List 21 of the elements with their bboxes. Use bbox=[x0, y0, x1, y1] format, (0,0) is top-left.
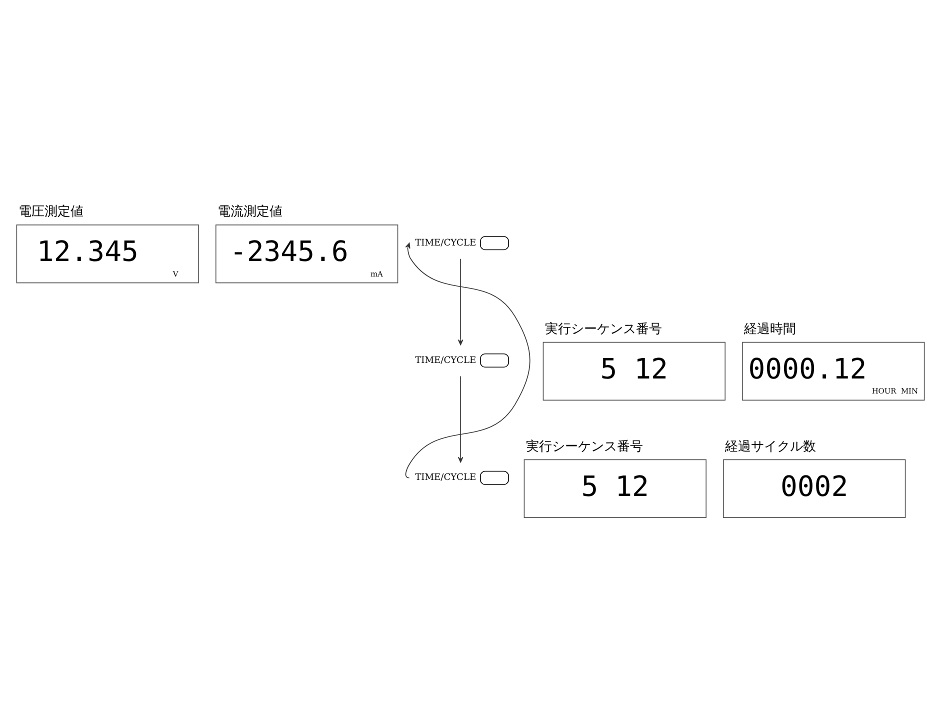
node-label: TIME/CYCLE bbox=[415, 355, 476, 366]
node-box bbox=[480, 470, 509, 484]
node-box: 0000.12 HOUR MIN bbox=[742, 341, 925, 400]
arrow bbox=[405, 242, 530, 478]
node-label: TIME/CYCLE bbox=[415, 238, 476, 248]
node-box: 0002 bbox=[723, 458, 906, 518]
node-box: 12.345 V bbox=[16, 224, 199, 283]
node-box bbox=[480, 352, 509, 368]
node-box: 5 12 bbox=[542, 341, 726, 400]
arrow bbox=[458, 375, 464, 462]
node-label: TIME/CYCLE bbox=[415, 472, 476, 483]
node-label: 電流測定値 bbox=[218, 204, 283, 220]
node-label: 実行シーケンス番号 bbox=[544, 322, 662, 337]
node-box: -2345.6 mA bbox=[215, 224, 398, 283]
node-label: 電圧測定値 bbox=[18, 204, 84, 220]
node-label: 経過時間 bbox=[744, 322, 796, 337]
node-box: 5 12 bbox=[524, 458, 706, 518]
node-label: 経過サイクル数 bbox=[725, 438, 816, 454]
arrow bbox=[458, 258, 464, 345]
node-box bbox=[480, 236, 509, 250]
node-label: 実行シーケンス番号 bbox=[526, 438, 643, 454]
